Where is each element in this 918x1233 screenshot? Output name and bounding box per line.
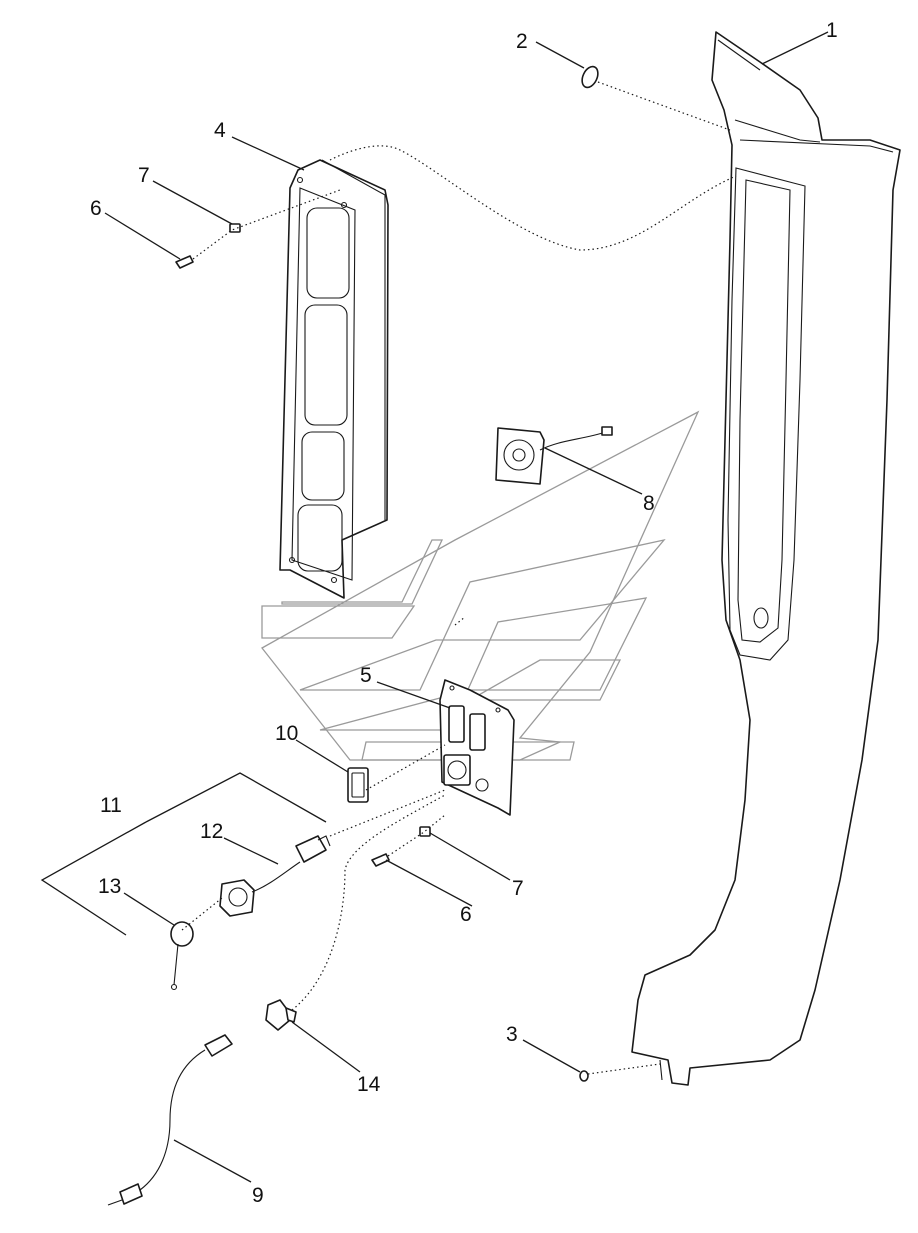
callout-7-upper: 7 — [138, 164, 150, 187]
screw-upper — [175, 255, 194, 269]
plug — [581, 65, 599, 89]
speaker-grille-panel — [279, 159, 389, 599]
callout-7-lower: 7 — [512, 877, 524, 900]
socket-cap — [170, 921, 194, 991]
callout-1: 1 — [826, 19, 838, 42]
callout-5: 5 — [360, 664, 372, 687]
callout-3: 3 — [506, 1023, 518, 1046]
leader-lines — [40, 31, 829, 1183]
callout-labels: 1 2 3 4 5 6 6 7 7 8 9 10 11 12 13 14 — [90, 19, 838, 1207]
callout-8: 8 — [643, 492, 655, 515]
power-socket — [219, 835, 331, 917]
clip-nut-upper — [229, 223, 241, 233]
callout-4: 4 — [214, 119, 226, 142]
callout-2: 2 — [516, 30, 528, 53]
speaker — [495, 426, 613, 485]
callout-13: 13 — [98, 875, 121, 898]
clip-nut-lower — [419, 826, 431, 837]
pillar-trim-panel — [631, 31, 901, 1086]
switch-knob — [265, 999, 297, 1031]
callout-10: 10 — [275, 722, 298, 745]
switch-seal — [347, 767, 369, 803]
callout-9: 9 — [252, 1184, 264, 1207]
wiring-harness — [107, 1034, 233, 1206]
callout-6-lower: 6 — [460, 903, 472, 926]
callout-12: 12 — [200, 820, 223, 843]
callout-14: 14 — [357, 1073, 381, 1096]
assembly-lines — [181, 81, 737, 1075]
callout-6-upper: 6 — [90, 197, 102, 220]
callout-11: 11 — [100, 794, 122, 817]
clip — [579, 1070, 589, 1082]
screw-lower — [371, 853, 390, 867]
switch-panel — [439, 679, 515, 816]
